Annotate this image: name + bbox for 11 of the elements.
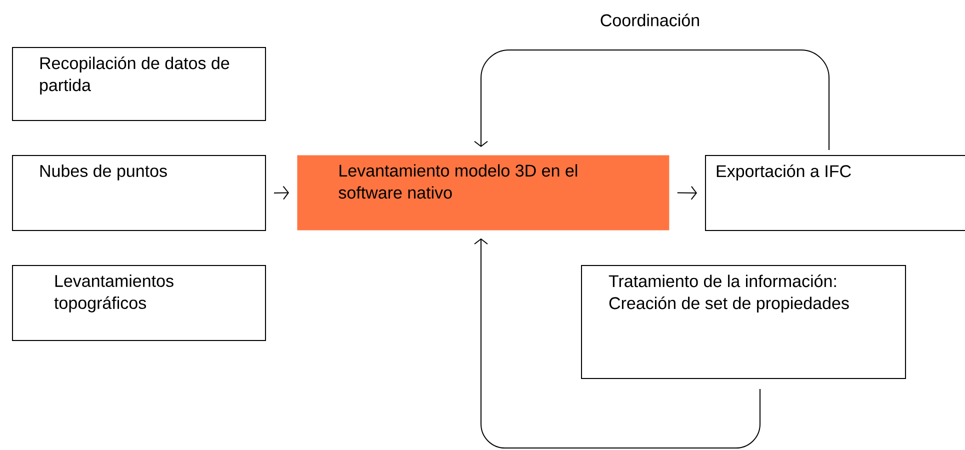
arrow: [474, 50, 830, 150]
process-box: Exportación a IFC: [705, 155, 965, 231]
highlighted-process-box: Levantamiento modelo 3D en el software nativo: [297, 155, 670, 230]
process-box: Tratamiento de la información: Creación de set de propiedades: [581, 265, 906, 379]
arrow: [474, 238, 761, 448]
process-box: Recopilación de datos de partida: [12, 47, 266, 121]
edge-label: Coordinación: [598, 12, 702, 28]
process-box: Levantamientos topográficos: [12, 265, 266, 341]
arrow: [274, 186, 289, 200]
process-box: Nubes de puntos: [12, 155, 266, 231]
arrow: [676, 186, 698, 200]
